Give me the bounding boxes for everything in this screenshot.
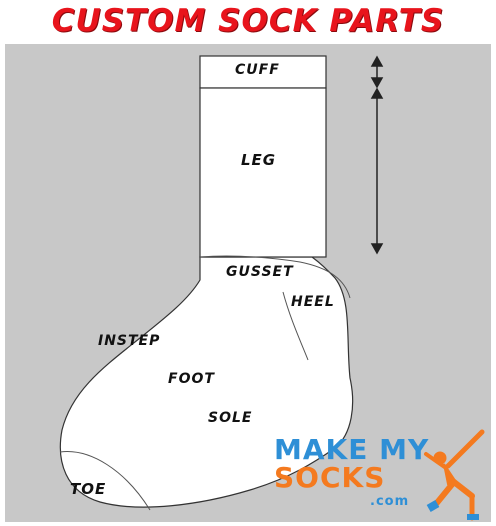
toe-line [59, 451, 151, 511]
leg-arrow [370, 87, 384, 255]
cuff-arrow [370, 55, 384, 89]
label-heel: HEEL [291, 294, 335, 310]
makemysocks-logo: MAKE MY SOCKS .com [272, 424, 492, 524]
label-toe: TOE [70, 480, 107, 498]
logo-text-socks: SOCKS [274, 461, 386, 494]
heel-line [282, 291, 309, 361]
label-instep: INSTEP [98, 333, 161, 349]
logo-text-dotcom: .com [370, 494, 410, 509]
label-leg: LEG [241, 151, 277, 169]
logo-text-make-my: MAKE MY [274, 433, 430, 466]
label-sole: SOLE [208, 410, 253, 426]
label-cuff: CUFF [235, 62, 280, 78]
diagram-title: CUSTOM SOCK PARTS [51, 3, 445, 39]
label-gusset: GUSSET [226, 264, 294, 280]
sock-body [59, 256, 354, 508]
runner-figure-icon [424, 429, 485, 521]
gusset-line [199, 255, 351, 299]
label-foot: FOOT [168, 371, 215, 387]
sock-leg [199, 87, 327, 258]
